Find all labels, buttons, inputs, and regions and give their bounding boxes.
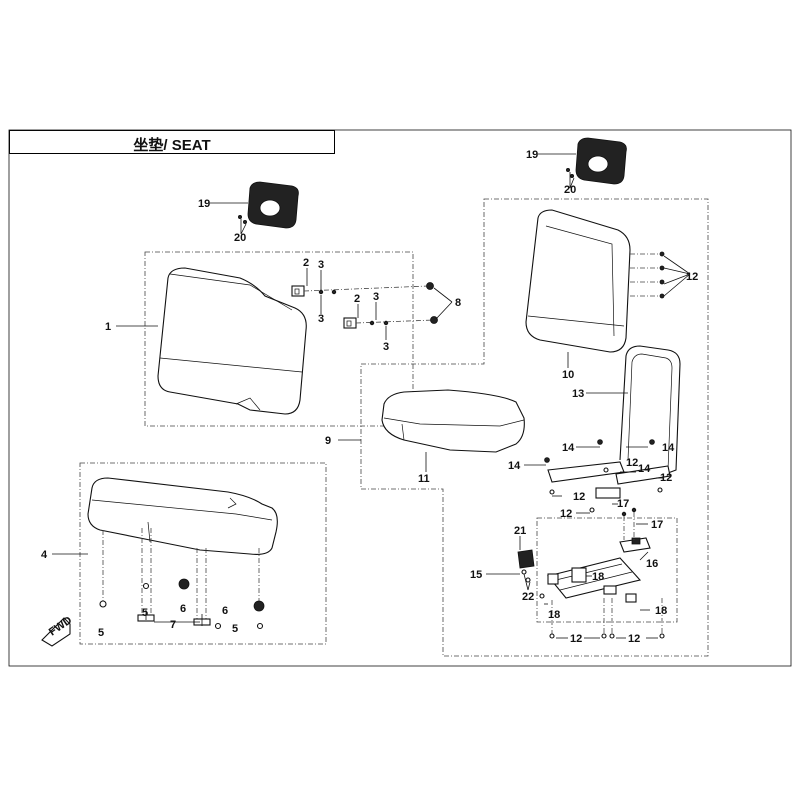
callout-6: 6 — [180, 603, 186, 615]
callout-7: 7 — [170, 619, 176, 631]
bush-b — [253, 600, 265, 612]
bench-seat-cushion — [87, 477, 278, 555]
callout-11: 11 — [418, 473, 430, 485]
hinge-bracket-upper — [291, 285, 305, 297]
callout-15: 15 — [470, 569, 482, 581]
callout-21: 21 — [514, 525, 526, 537]
slider-group-box — [536, 517, 678, 623]
callout-17: 17 — [651, 519, 663, 531]
callout-22: 22 — [522, 591, 534, 603]
callout-12: 12 — [660, 472, 672, 484]
callout-14: 14 — [638, 463, 651, 475]
callout-12: 12 — [573, 491, 585, 503]
bucket-seat-group-box — [360, 198, 709, 657]
hinge-bracket-lower — [343, 317, 357, 329]
bucket-seat-cushion — [381, 389, 525, 453]
callout-14: 14 — [562, 442, 575, 454]
page-title: 坐垫/ SEAT — [133, 137, 211, 154]
callout-3: 3 — [373, 291, 379, 303]
callout-12: 12 — [628, 633, 640, 645]
callout-6: 6 — [222, 605, 228, 617]
seat-slider-rails — [547, 557, 642, 603]
callout-13: 13 — [572, 388, 584, 400]
backrest-group-box — [144, 251, 414, 427]
headrest-cushion-right — [575, 137, 627, 185]
callout-1: 1 — [105, 321, 111, 333]
callout-19: 19 — [526, 149, 538, 161]
outer-frame — [8, 129, 792, 667]
callout-2: 2 — [303, 257, 309, 269]
callout-16: 16 — [646, 558, 658, 570]
callout-9: 9 — [325, 435, 331, 447]
nut-upper — [426, 282, 434, 290]
callout-3: 3 — [383, 341, 389, 353]
fwd-arrow-icon: FWD — [41, 614, 74, 647]
callout-12: 12 — [560, 508, 572, 520]
callout-18: 18 — [592, 571, 604, 583]
callout-5: 5 — [98, 627, 104, 639]
callout-5: 5 — [142, 607, 148, 619]
nut-lower — [430, 316, 438, 324]
callout-20: 20 — [564, 184, 576, 196]
callout-3: 3 — [318, 313, 324, 325]
callout-3: 3 — [318, 259, 324, 271]
callout-8: 8 — [455, 297, 461, 309]
headrest-cushion-left — [247, 181, 299, 229]
bush-a — [178, 578, 190, 590]
backrest-cushion — [157, 267, 307, 415]
callout-labels: 1 2 2 3 3 3 3 8 19 20 19 20 4 5 5 5 6 6 … — [41, 149, 698, 645]
callout-19: 19 — [198, 198, 210, 210]
callout-17: 17 — [617, 498, 629, 510]
callout-12: 12 — [626, 457, 638, 469]
callout-20: 20 — [234, 232, 246, 244]
callout-12: 12 — [570, 633, 582, 645]
bucket-backrest — [525, 209, 631, 353]
callout-12: 12 — [686, 271, 698, 283]
callout-14: 14 — [508, 460, 521, 472]
callout-5: 5 — [232, 623, 238, 635]
callout-2: 2 — [354, 293, 360, 305]
slider-lever — [517, 549, 535, 569]
slider-bracket — [619, 537, 651, 553]
callout-4: 4 — [41, 549, 48, 561]
bench-seat-group-box — [79, 462, 327, 645]
callout-18: 18 — [655, 605, 667, 617]
title-box: 坐垫/ SEAT — [9, 130, 335, 154]
seat-frame — [547, 345, 681, 499]
callout-14: 14 — [662, 442, 675, 454]
callout-18: 18 — [548, 609, 560, 621]
callout-10: 10 — [562, 369, 574, 381]
